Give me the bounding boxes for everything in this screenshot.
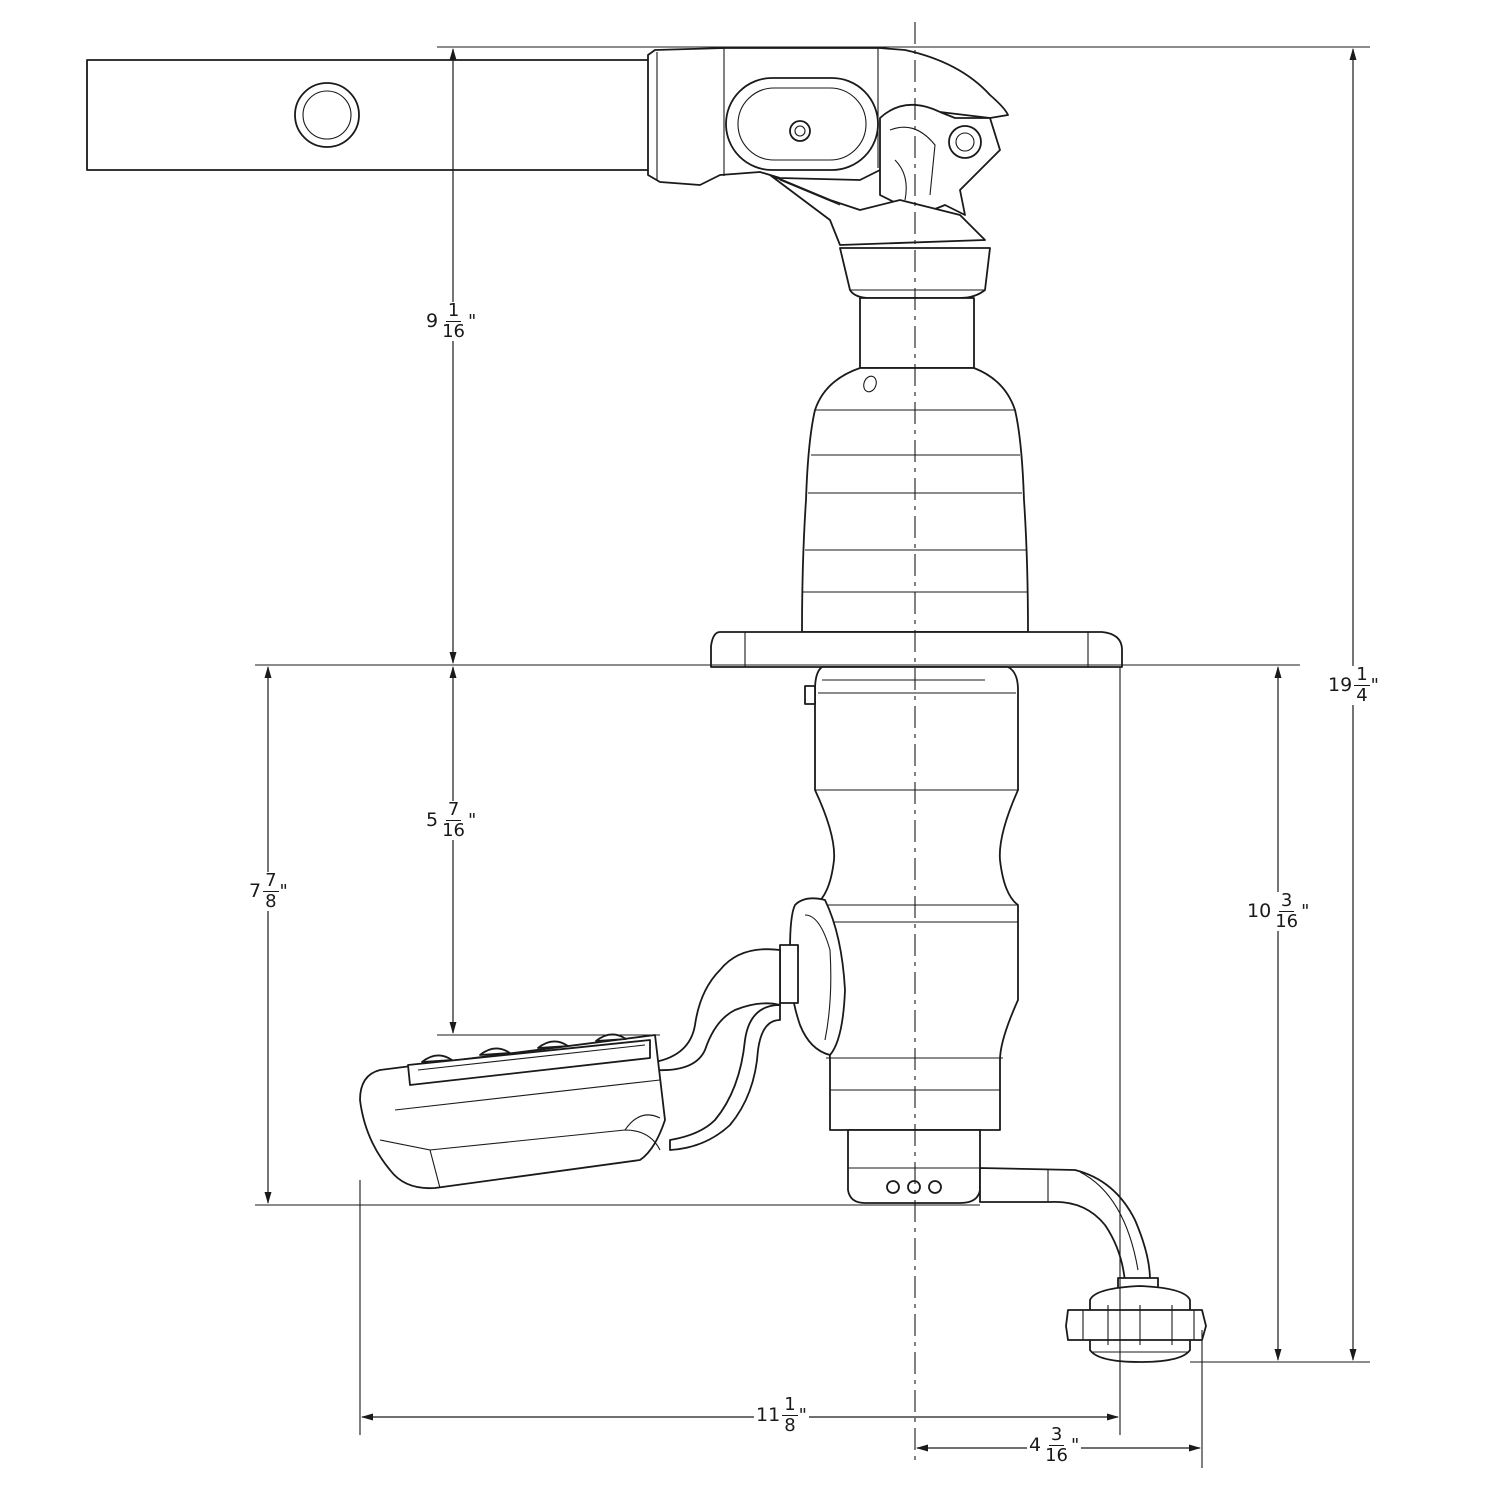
dimension-unit: "	[798, 1404, 807, 1426]
dimension-numerator: 1	[445, 300, 462, 322]
dimension-unit: "	[1301, 900, 1310, 922]
flange-plate	[710, 631, 1123, 668]
dimension-denominator: 8	[784, 1415, 796, 1436]
dimension-whole: 19	[1328, 674, 1353, 696]
bottom-cap	[847, 1129, 981, 1204]
dimension-whole: 9	[426, 310, 439, 332]
dimension-whole: 11	[756, 1404, 781, 1426]
dimension-unit: "	[1071, 1434, 1080, 1456]
upper-collar	[839, 247, 991, 369]
dimension-whole: 10	[1247, 900, 1272, 922]
dimension-unit: "	[279, 880, 288, 902]
dimension-numerator: 1	[782, 1394, 798, 1416]
remote-handle	[359, 948, 781, 1190]
dimension-numerator: 1	[1354, 664, 1370, 686]
dimension-denominator: 4	[1356, 685, 1368, 706]
dimension-numerator: 3	[1048, 1424, 1065, 1446]
dimension-numerator: 7	[445, 799, 462, 821]
swivel-foot	[1065, 1285, 1207, 1363]
dimension-denominator: 16	[1275, 911, 1299, 932]
extension-lines	[255, 46, 1370, 1468]
dimension-denominator: 8	[265, 891, 277, 912]
dimension-numerator: 7	[263, 870, 279, 892]
dimension-whole: 7	[249, 880, 262, 902]
dimension-unit: "	[468, 310, 477, 332]
dimension-numerator: 3	[1278, 890, 1295, 912]
dimension-unit: "	[468, 809, 477, 831]
dimension-whole: 4	[1029, 1434, 1042, 1456]
mounting-arm	[86, 59, 653, 171]
dimension-lines	[264, 48, 1357, 1452]
lower-body	[804, 666, 1019, 1131]
dimension-denominator: 16	[442, 820, 465, 841]
clamp-head	[647, 47, 1009, 246]
side-knob	[779, 897, 846, 1056]
dimension-denominator: 16	[442, 321, 465, 342]
bent-tube	[979, 1167, 1159, 1289]
dimension-denominator: 16	[1045, 1445, 1068, 1466]
dimension-whole: 5	[426, 809, 439, 831]
dimension-unit: "	[1370, 674, 1379, 696]
